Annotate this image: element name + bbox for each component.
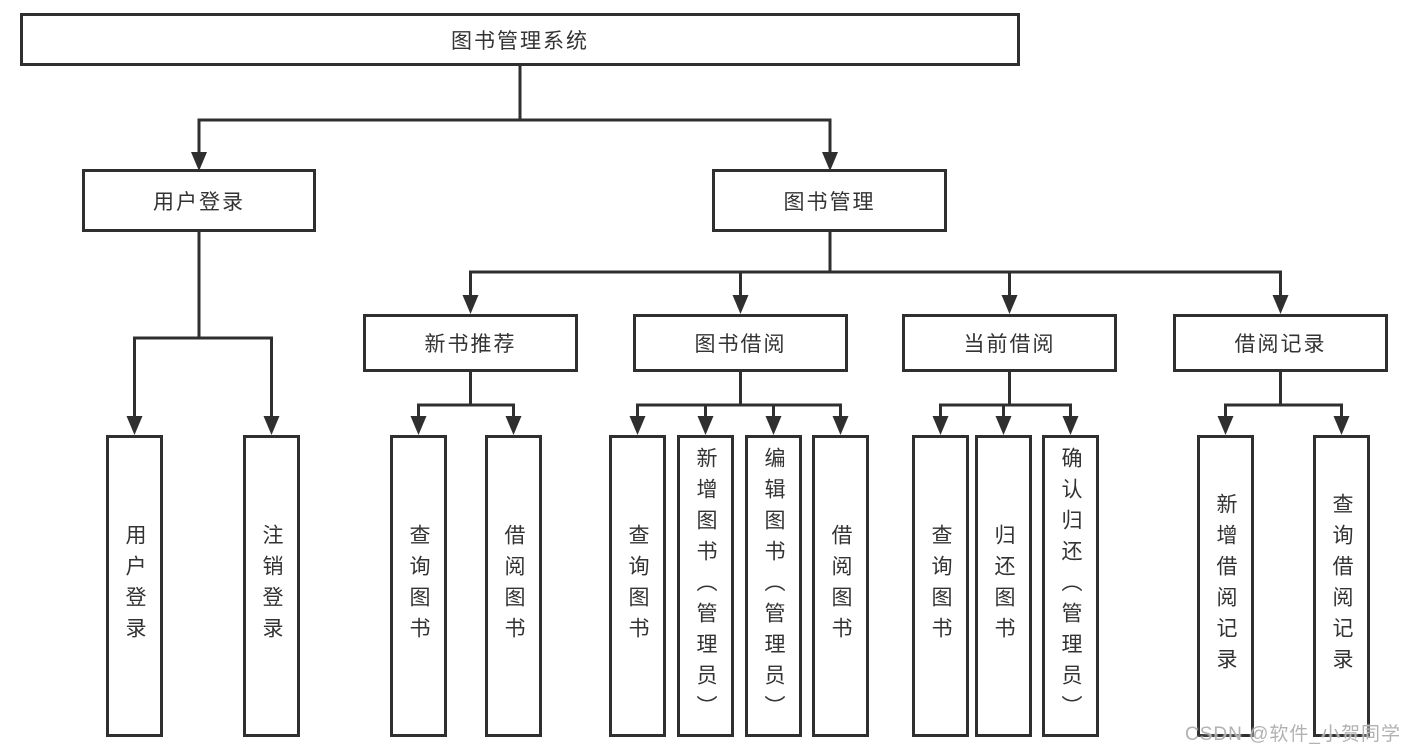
node-label: 查询图书 — [626, 524, 649, 648]
node-current-borrowing: 当前借阅 — [902, 314, 1117, 372]
node-book-management: 图书管理 — [712, 169, 947, 232]
node-label: 用户登录 — [153, 190, 245, 214]
node-new-book-recommendation: 新书推荐 — [363, 314, 578, 372]
leaf-borrow-books-recommend: 借阅图书 — [485, 435, 542, 737]
arrow-down-icon — [732, 295, 749, 314]
node-label: 新书推荐 — [424, 333, 517, 356]
arrow-down-icon — [1062, 416, 1079, 435]
leaf-add-borrow-record: 新增借阅记录 — [1197, 435, 1254, 737]
arrow-down-icon — [1272, 295, 1289, 314]
node-label: 新增图书（管理员） — [694, 446, 717, 726]
leaf-query-books-recommend: 查询图书 — [390, 435, 447, 737]
leaf-return-books: 归还图书 — [975, 435, 1032, 737]
node-label: 借阅图书 — [502, 524, 525, 648]
node-label: 借阅记录 — [1234, 333, 1327, 356]
arrow-down-icon — [410, 416, 427, 435]
node-library-management-system: 图书管理系统 — [20, 13, 1020, 66]
arrow-down-icon — [1001, 295, 1018, 314]
arrow-down-icon — [995, 416, 1012, 435]
leaf-confirm-return-admin: 确认归还（管理员） — [1042, 435, 1099, 737]
arrow-down-icon — [932, 416, 949, 435]
leaf-logout: 注销登录 — [243, 435, 300, 737]
node-label: 当前借阅 — [963, 333, 1056, 356]
leaf-query-books-borrowing: 查询图书 — [609, 435, 666, 737]
node-label: 查询图书 — [407, 524, 430, 648]
arrow-down-icon — [832, 416, 849, 435]
leaf-query-books-current: 查询图书 — [912, 435, 969, 737]
node-label: 查询图书 — [929, 524, 952, 648]
node-label: 图书借阅 — [694, 333, 787, 356]
node-label: 归还图书 — [992, 524, 1015, 648]
arrow-down-icon — [505, 416, 522, 435]
node-label: 注销登录 — [260, 524, 283, 648]
arrow-down-icon — [1333, 416, 1350, 435]
node-label: 借阅图书 — [829, 524, 852, 648]
arrow-down-icon — [1217, 416, 1234, 435]
arrow-down-icon — [462, 295, 479, 314]
node-label: 查询借阅记录 — [1330, 493, 1353, 679]
node-user-login: 用户登录 — [82, 169, 316, 232]
node-label: 编辑图书（管理员） — [762, 446, 785, 726]
leaf-borrow-books: 借阅图书 — [812, 435, 869, 737]
arrow-down-icon — [126, 416, 143, 435]
leaf-user-login: 用户登录 — [106, 435, 163, 737]
node-label: 图书管理系统 — [451, 29, 589, 53]
arrow-down-icon — [629, 416, 646, 435]
arrow-down-icon — [765, 416, 782, 435]
leaf-query-borrow-record: 查询借阅记录 — [1313, 435, 1370, 737]
leaf-edit-books-admin: 编辑图书（管理员） — [745, 435, 802, 737]
node-label: 确认归还（管理员） — [1059, 446, 1082, 726]
node-label: 图书管理 — [783, 190, 876, 214]
node-book-borrowing: 图书借阅 — [633, 314, 848, 372]
arrow-down-icon — [697, 416, 714, 435]
csdn-watermark: CSDN @软件_小贺同学 — [1185, 724, 1401, 745]
node-label: 用户登录 — [123, 524, 146, 648]
leaf-add-books-admin: 新增图书（管理员） — [677, 435, 734, 737]
arrow-down-icon — [263, 416, 280, 435]
node-borrowing-records: 借阅记录 — [1173, 314, 1388, 372]
node-label: 新增借阅记录 — [1214, 493, 1237, 679]
